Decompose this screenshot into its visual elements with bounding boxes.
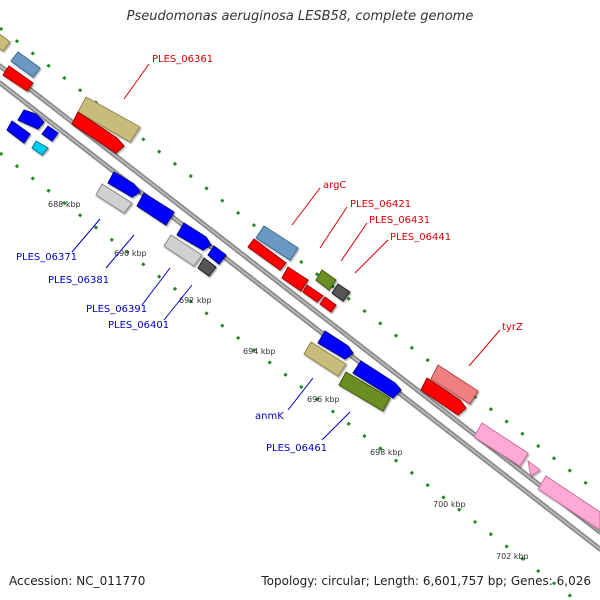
gene-block[interactable] [331,283,351,302]
gene-block[interactable] [319,296,337,313]
gene-block[interactable] [207,245,227,265]
tick-line-inner [0,151,578,600]
gene-block[interactable] [302,284,324,303]
gene-label[interactable]: PLES_06381 [48,275,109,286]
gene-label[interactable]: argC [323,180,346,191]
tick-label: 694 kbp [243,347,276,356]
gene-block[interactable] [41,125,59,142]
accession-text: Accession: NC_011770 [9,574,146,588]
gene-block[interactable] [136,192,175,226]
tick-label: 696 kbp [307,395,340,404]
gene-block[interactable] [315,269,337,291]
gene-block[interactable] [473,422,529,467]
gene-block[interactable] [197,257,217,277]
gene-block[interactable] [527,459,541,477]
genome-backbone [0,63,600,552]
gene-block[interactable] [163,234,203,267]
gene-block[interactable] [2,65,34,92]
gene-label[interactable]: anmK [255,411,284,422]
gene-block[interactable] [0,30,11,52]
gene-label[interactable]: PLES_06441 [390,232,451,243]
tick-labels: 688 kbp 690 kbp 692 kbp 694 kbp 696 kbp … [48,200,529,561]
gene-label[interactable]: PLES_06431 [369,215,430,226]
gene-label-leaders [71,63,501,441]
tick-label: 702 kbp [496,552,529,561]
tick-label: 690 kbp [114,249,147,258]
gene-block[interactable] [31,140,49,156]
genome-summary-text: Topology: circular; Length: 6,601,757 bp… [261,574,591,588]
tick-label: 692 kbp [179,296,212,305]
gene-block[interactable] [176,222,212,251]
gene-block[interactable] [281,266,309,292]
gene-block[interactable] [430,364,479,405]
gene-block[interactable] [17,109,45,130]
gene-label[interactable]: PLES_06421 [350,199,411,210]
gene-block[interactable] [338,371,391,412]
gene-block[interactable] [317,330,354,360]
gene-block[interactable] [537,475,600,531]
gene-labels: PLES_06361 argC PLES_06421 PLES_06431 PL… [16,54,523,454]
gene-label[interactable]: PLES_06391 [86,304,147,315]
gene-block[interactable] [71,111,125,154]
tick-label: 688 kbp [48,200,81,209]
gene-block[interactable] [10,51,41,78]
gene-block[interactable] [255,225,299,261]
gene-block[interactable] [352,360,402,399]
gene-block[interactable] [303,341,347,377]
gene-block[interactable] [107,171,141,198]
gene-block[interactable] [77,96,141,143]
gene-block[interactable] [247,238,287,271]
gene-label[interactable]: PLES_06361 [152,54,213,65]
genome-title: Pseudomonas aeruginosa LESB58, complete … [126,9,474,24]
gene-block[interactable] [420,377,467,416]
tick-line-outer [0,26,600,496]
gene-label[interactable]: PLES_06461 [266,443,327,454]
gene-block[interactable] [6,120,31,144]
tick-label: 698 kbp [370,448,403,457]
gene-block[interactable] [95,183,133,214]
inner-strand-genes [6,109,600,531]
gene-label[interactable]: PLES_06401 [108,320,169,331]
outer-strand-genes [0,30,479,416]
gene-label[interactable]: PLES_06371 [16,252,77,263]
tick-label: 700 kbp [433,500,466,509]
gene-label[interactable]: tyrZ [502,322,523,333]
